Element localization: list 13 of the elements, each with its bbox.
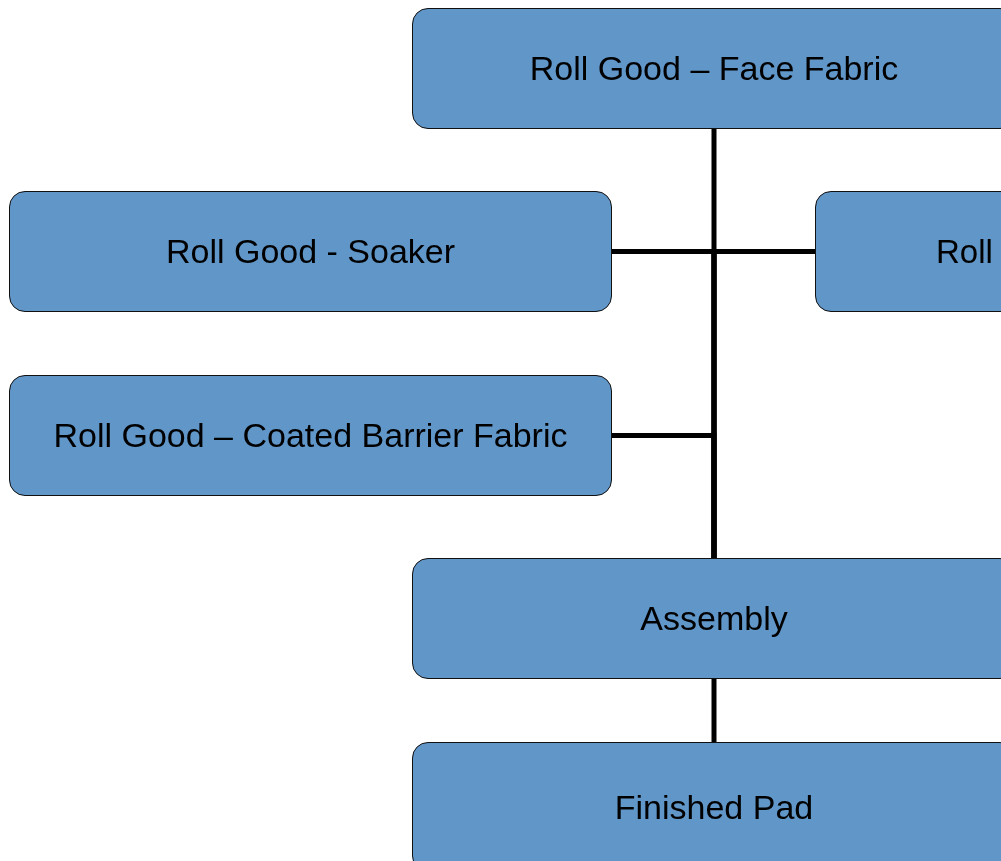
process-box	[412, 742, 1001, 861]
process-box	[412, 558, 1001, 679]
box-label: Assembly	[640, 599, 788, 638]
process-box	[9, 375, 612, 496]
process-box	[9, 191, 612, 312]
box-label: Roll Good – Face Fabric	[529, 49, 899, 88]
box-label: Roll Good – Coated Barrier Fabric	[53, 416, 568, 455]
box-label: Finished Pad	[614, 787, 814, 827]
connector-line	[711, 679, 717, 742]
box-label: Roll Good - Soaker	[165, 232, 456, 271]
box-label: Roll	[936, 232, 993, 271]
process-box	[412, 8, 1001, 129]
connector-line	[612, 433, 717, 558]
